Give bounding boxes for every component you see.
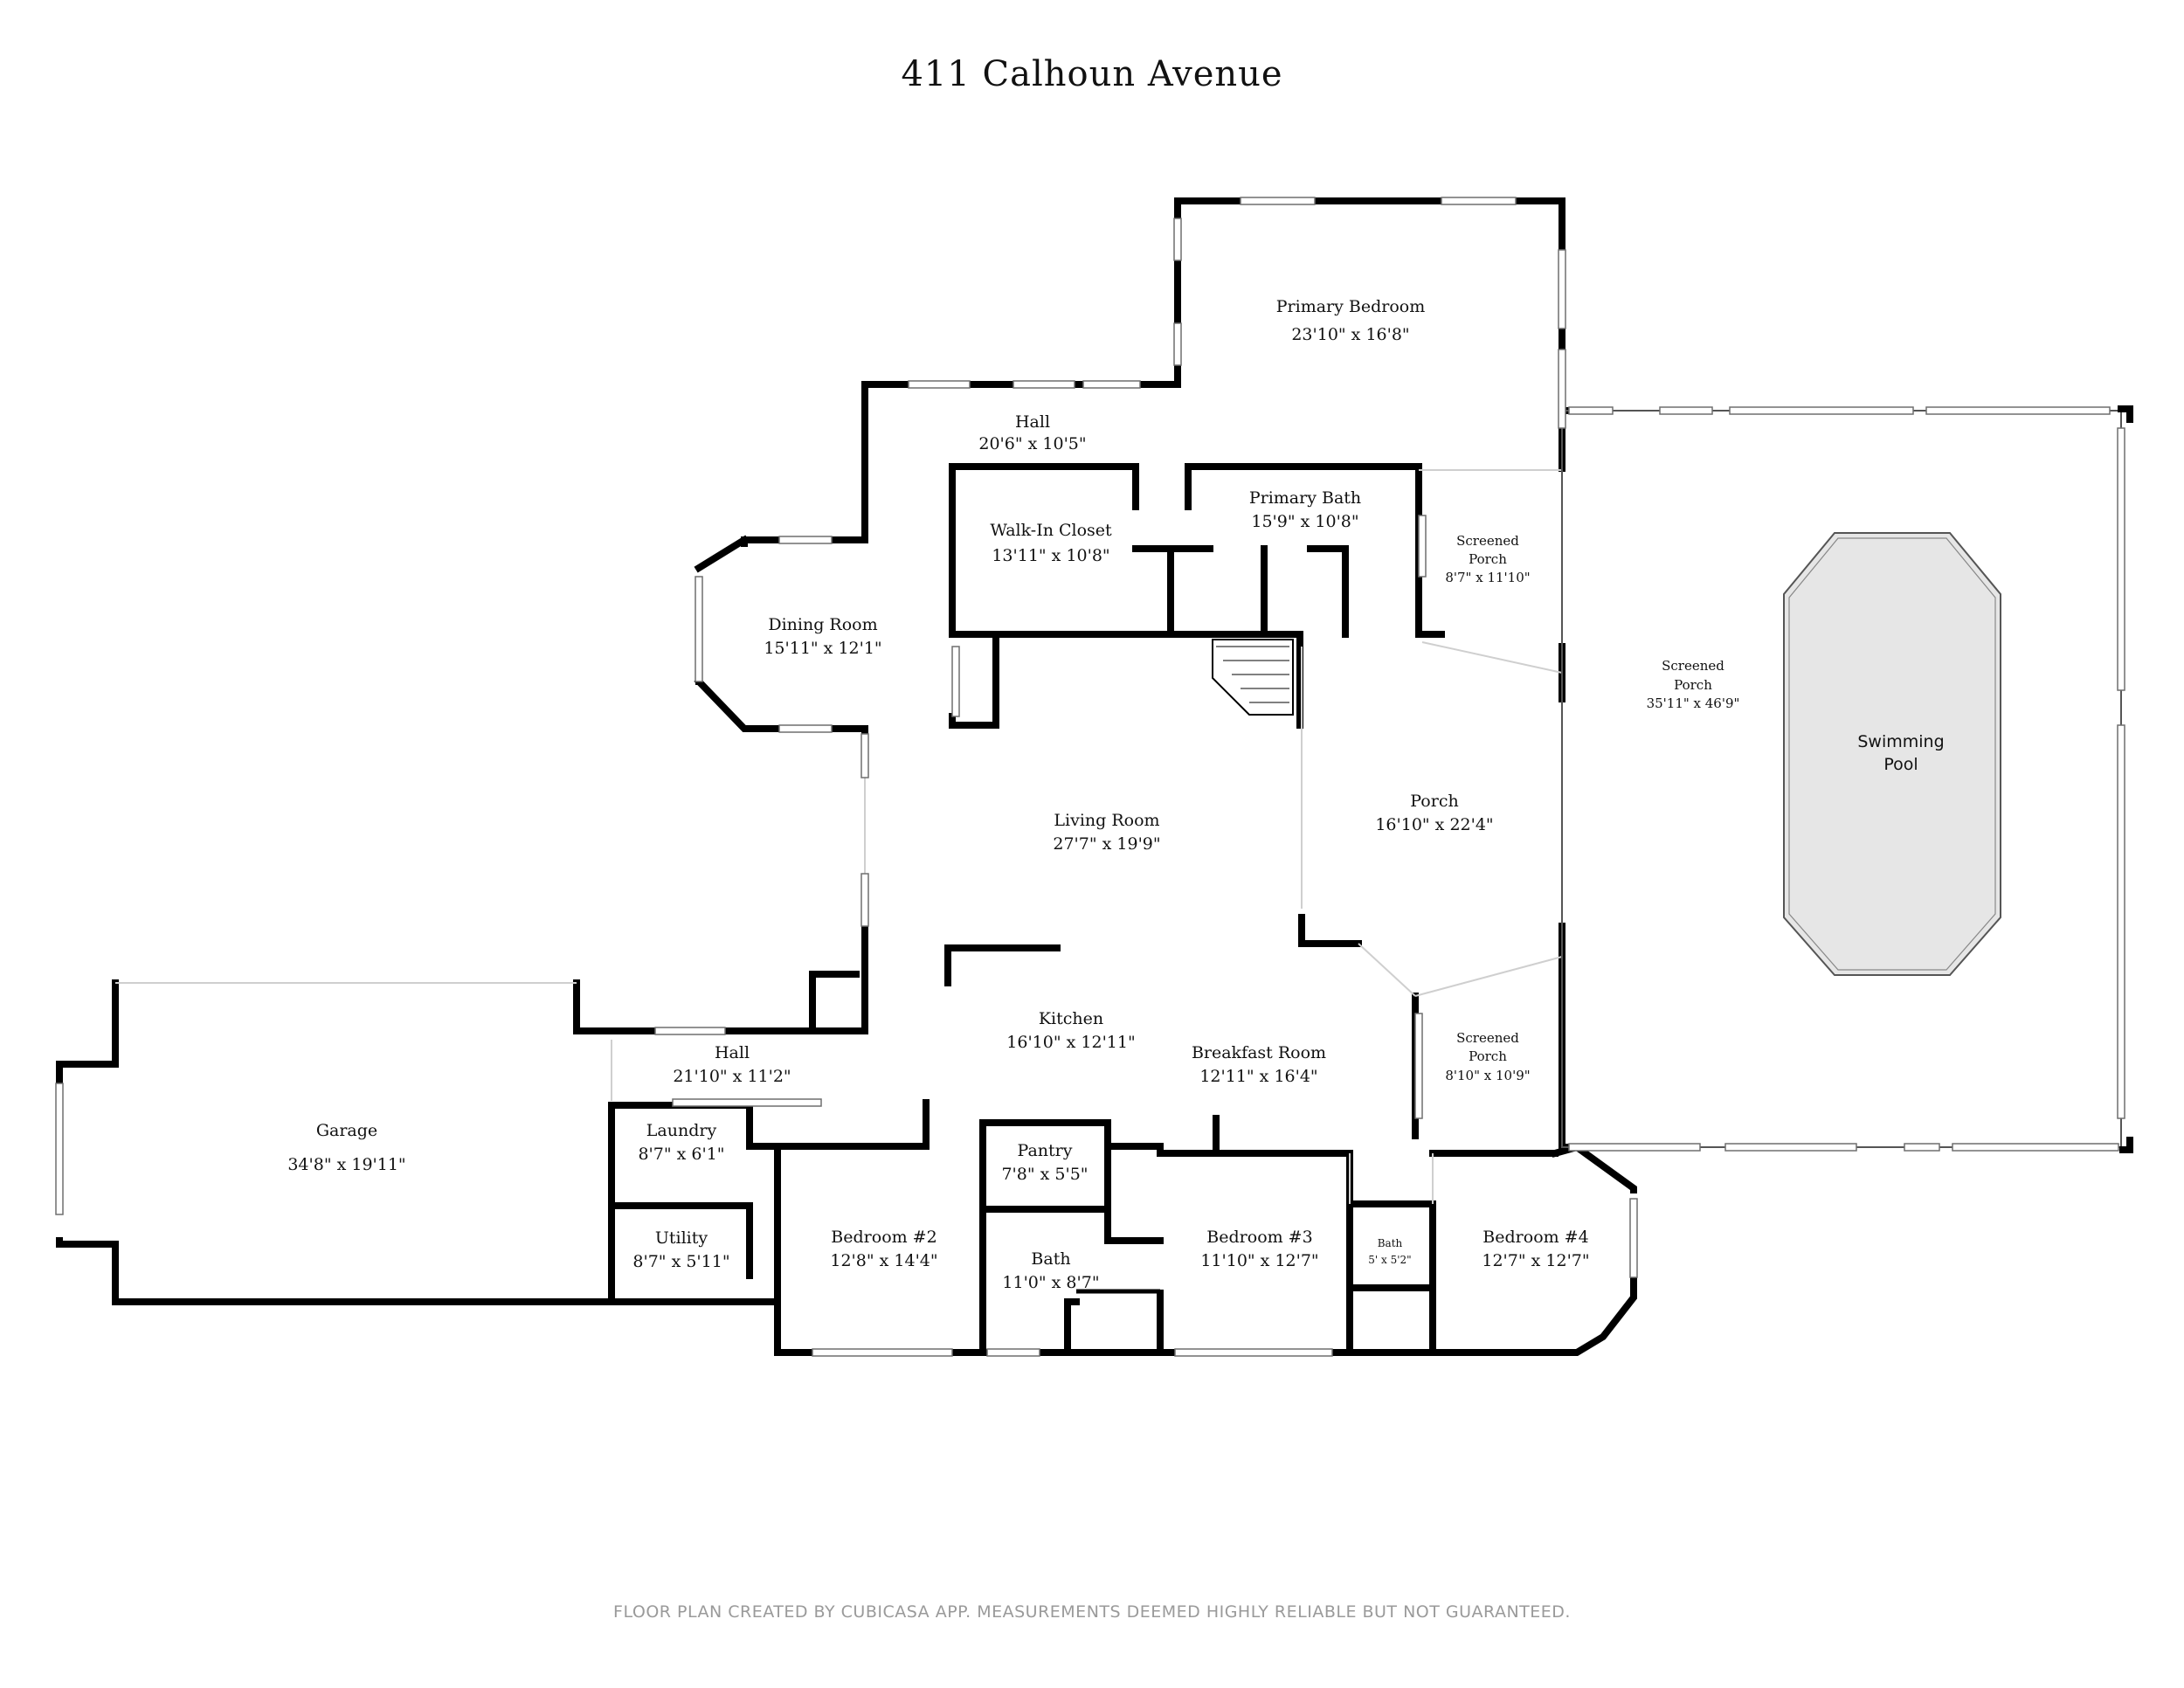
room-hall-upper: Hall 20'6" x 10'5": [978, 412, 1086, 453]
room-name: Bedroom #4: [1482, 1228, 1588, 1247]
room-name: Kitchen: [1039, 1009, 1103, 1028]
room-bath-small: Bath 5' x 5'2": [1368, 1237, 1411, 1266]
room-dimensions: 20'6" x 10'5": [978, 434, 1086, 453]
room-dimensions: 12'7" x 12'7": [1482, 1251, 1589, 1270]
room-dining-room: Dining Room 15'11" x 12'1": [764, 615, 881, 658]
room-hall-lower: Hall 21'10" x 11'2": [673, 1043, 791, 1086]
room-dimensions: 15'11" x 12'1": [764, 639, 881, 658]
room-name: Porch: [1469, 1048, 1507, 1064]
room-dimensions: 27'7" x 19'9": [1053, 834, 1160, 854]
room-dimensions: 8'10" x 10'9": [1445, 1068, 1530, 1083]
room-dimensions: 34'8" x 19'11": [287, 1155, 405, 1174]
room-name: Porch: [1469, 551, 1507, 567]
room-name: Pool: [1883, 755, 1918, 774]
room-labels: Primary Bedroom 23'10" x 16'8" Hall 20'6…: [287, 297, 1944, 1292]
room-walk-in-closet: Walk-In Closet 13'11" x 10'8": [990, 521, 1112, 565]
room-name: Primary Bath: [1249, 488, 1361, 508]
room-dimensions: 8'7" x 5'11": [632, 1252, 729, 1271]
room-name: Swimming: [1857, 732, 1944, 751]
room-name: Breakfast Room: [1192, 1043, 1326, 1062]
swimming-pool-shape: [1783, 532, 2001, 976]
room-name: Bedroom #3: [1206, 1228, 1312, 1247]
room-name: Screened: [1456, 533, 1519, 549]
room-name: Laundry: [646, 1121, 717, 1140]
room-porch: Porch 16'10" x 22'4": [1375, 792, 1493, 834]
room-name: Utility: [655, 1228, 708, 1248]
room-name: Hall: [715, 1043, 750, 1062]
room-bedroom-4: Bedroom #4 12'7" x 12'7": [1482, 1228, 1589, 1270]
room-name: Bath: [1031, 1249, 1070, 1269]
room-name: Screened: [1456, 1030, 1519, 1046]
room-primary-bedroom: Primary Bedroom 23'10" x 16'8": [1276, 297, 1426, 344]
room-name: Porch: [1410, 792, 1458, 811]
room-pantry: Pantry 7'8" x 5'5": [1001, 1141, 1088, 1184]
room-dimensions: 23'10" x 16'8": [1291, 325, 1409, 344]
room-living-room: Living Room 27'7" x 19'9": [1053, 811, 1160, 854]
room-dimensions: 5' x 5'2": [1368, 1254, 1411, 1266]
room-dimensions: 13'11" x 10'8": [992, 546, 1109, 565]
room-bath: Bath 11'0" x 8'7": [1002, 1249, 1099, 1292]
room-laundry: Laundry 8'7" x 6'1": [638, 1121, 724, 1164]
fireplace-icon: [1212, 639, 1294, 716]
room-kitchen: Kitchen 16'10" x 12'11": [1006, 1009, 1135, 1052]
room-dimensions: 15'9" x 10'8": [1251, 512, 1358, 531]
open-boundaries: [115, 469, 1563, 1204]
room-dimensions: 8'7" x 11'10": [1445, 570, 1530, 585]
plan-title: 411 Calhoun Avenue: [901, 54, 1282, 94]
room-name: Bath: [1378, 1237, 1403, 1249]
room-name: Dining Room: [768, 615, 877, 634]
room-dimensions: 7'8" x 5'5": [1001, 1165, 1088, 1184]
room-screened-porch-a: Screened Porch 8'7" x 11'10": [1445, 533, 1530, 585]
footer-disclaimer: FLOOR PLAN CREATED BY CUBICASA APP. MEAS…: [613, 1602, 1571, 1622]
room-dimensions: 16'10" x 22'4": [1375, 815, 1493, 834]
room-name: Pantry: [1018, 1141, 1073, 1160]
room-name: Bedroom #2: [831, 1228, 936, 1247]
room-bedroom-2: Bedroom #2 12'8" x 14'4": [830, 1228, 937, 1270]
room-dimensions: 35'11" x 46'9": [1647, 695, 1740, 711]
room-dimensions: 12'8" x 14'4": [830, 1251, 937, 1270]
room-screened-porch-b: Screened Porch 8'10" x 10'9": [1445, 1030, 1530, 1083]
room-dimensions: 16'10" x 12'11": [1006, 1033, 1135, 1052]
room-name: Porch: [1674, 677, 1712, 693]
room-garage: Garage 34'8" x 19'11": [287, 1121, 405, 1174]
windows: [55, 197, 2125, 1357]
room-dimensions: 12'11" x 16'4": [1199, 1067, 1317, 1086]
room-primary-bath: Primary Bath 15'9" x 10'8": [1249, 488, 1361, 531]
room-name: Hall: [1015, 412, 1050, 432]
room-swimming-pool: Swimming Pool: [1857, 732, 1944, 774]
room-name: Garage: [316, 1121, 377, 1140]
room-dimensions: 21'10" x 11'2": [673, 1067, 791, 1086]
walls: [56, 197, 1637, 1356]
room-dimensions: 11'0" x 8'7": [1002, 1273, 1099, 1292]
room-name: Walk-In Closet: [990, 521, 1112, 540]
room-name: Living Room: [1054, 811, 1159, 830]
room-screened-porch-main: Screened Porch 35'11" x 46'9": [1647, 658, 1740, 711]
room-dimensions: 11'10" x 12'7": [1200, 1251, 1318, 1270]
room-utility: Utility 8'7" x 5'11": [632, 1228, 729, 1271]
room-name: Primary Bedroom: [1276, 297, 1426, 316]
room-dimensions: 8'7" x 6'1": [638, 1145, 724, 1164]
room-name: Screened: [1662, 658, 1724, 674]
room-breakfast-room: Breakfast Room 12'11" x 16'4": [1192, 1043, 1326, 1086]
room-bedroom-3: Bedroom #3 11'10" x 12'7": [1200, 1228, 1318, 1270]
